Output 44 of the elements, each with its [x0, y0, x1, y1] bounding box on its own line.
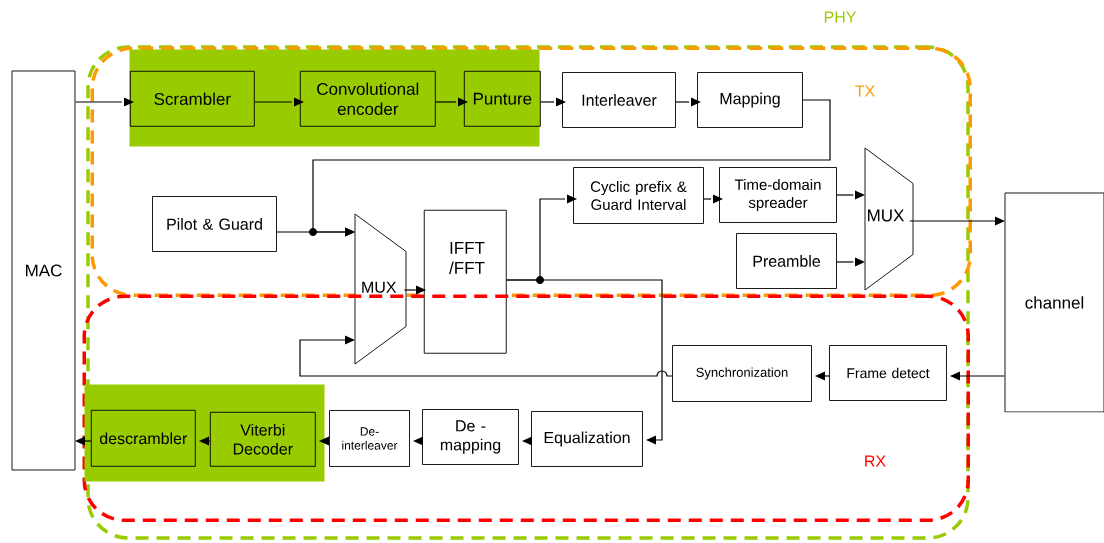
multiplexer: MUX — [354, 213, 407, 365]
arrow — [413, 436, 423, 446]
process-box: Viterbi Decoder — [209, 411, 316, 467]
arrow — [199, 436, 211, 446]
arrow — [836, 190, 865, 200]
arrow — [909, 216, 1005, 226]
process-box: De- interleaver — [329, 410, 410, 467]
arrow — [836, 257, 865, 267]
arrow — [403, 285, 426, 295]
arrow — [675, 97, 701, 107]
process-box: Synchronization — [672, 345, 812, 402]
region-label: PHY — [824, 11, 857, 23]
process-box: Mapping — [697, 72, 803, 128]
process-box: Scrambler — [129, 70, 255, 127]
arrow — [74, 97, 134, 107]
process-box: Interleaver — [562, 72, 676, 128]
process-box: Punture — [463, 70, 541, 127]
process-box: Cyclic prefix & Guard Interval — [573, 167, 704, 224]
arrow — [276, 227, 355, 237]
process-box: IFFT /FFT — [423, 209, 507, 354]
arrow — [319, 436, 330, 446]
arrow — [522, 436, 532, 446]
arrow — [75, 436, 92, 446]
region-label: TX — [855, 85, 875, 97]
process-box: Convolutional encoder — [299, 70, 436, 127]
arrow — [506, 279, 663, 445]
arrow — [435, 97, 468, 107]
process-box: channel — [1004, 192, 1104, 413]
arrow — [540, 97, 566, 107]
process-box: MAC — [11, 70, 76, 471]
process-box: Pilot & Guard — [152, 196, 277, 252]
arrow — [254, 97, 304, 107]
arrow — [703, 194, 723, 204]
arrow — [950, 371, 1006, 381]
process-box: descrambler — [90, 409, 196, 467]
process-box: Equalization — [531, 411, 643, 467]
region-label: RX — [865, 455, 886, 467]
process-box: Preamble — [736, 233, 837, 289]
process-box: De - mapping — [422, 409, 519, 465]
arrow — [815, 371, 830, 381]
multiplexer: MUX — [864, 147, 914, 291]
process-box: Time-domain spreader — [719, 167, 837, 223]
process-box: Frame detect — [829, 345, 947, 401]
arrow — [299, 335, 673, 377]
